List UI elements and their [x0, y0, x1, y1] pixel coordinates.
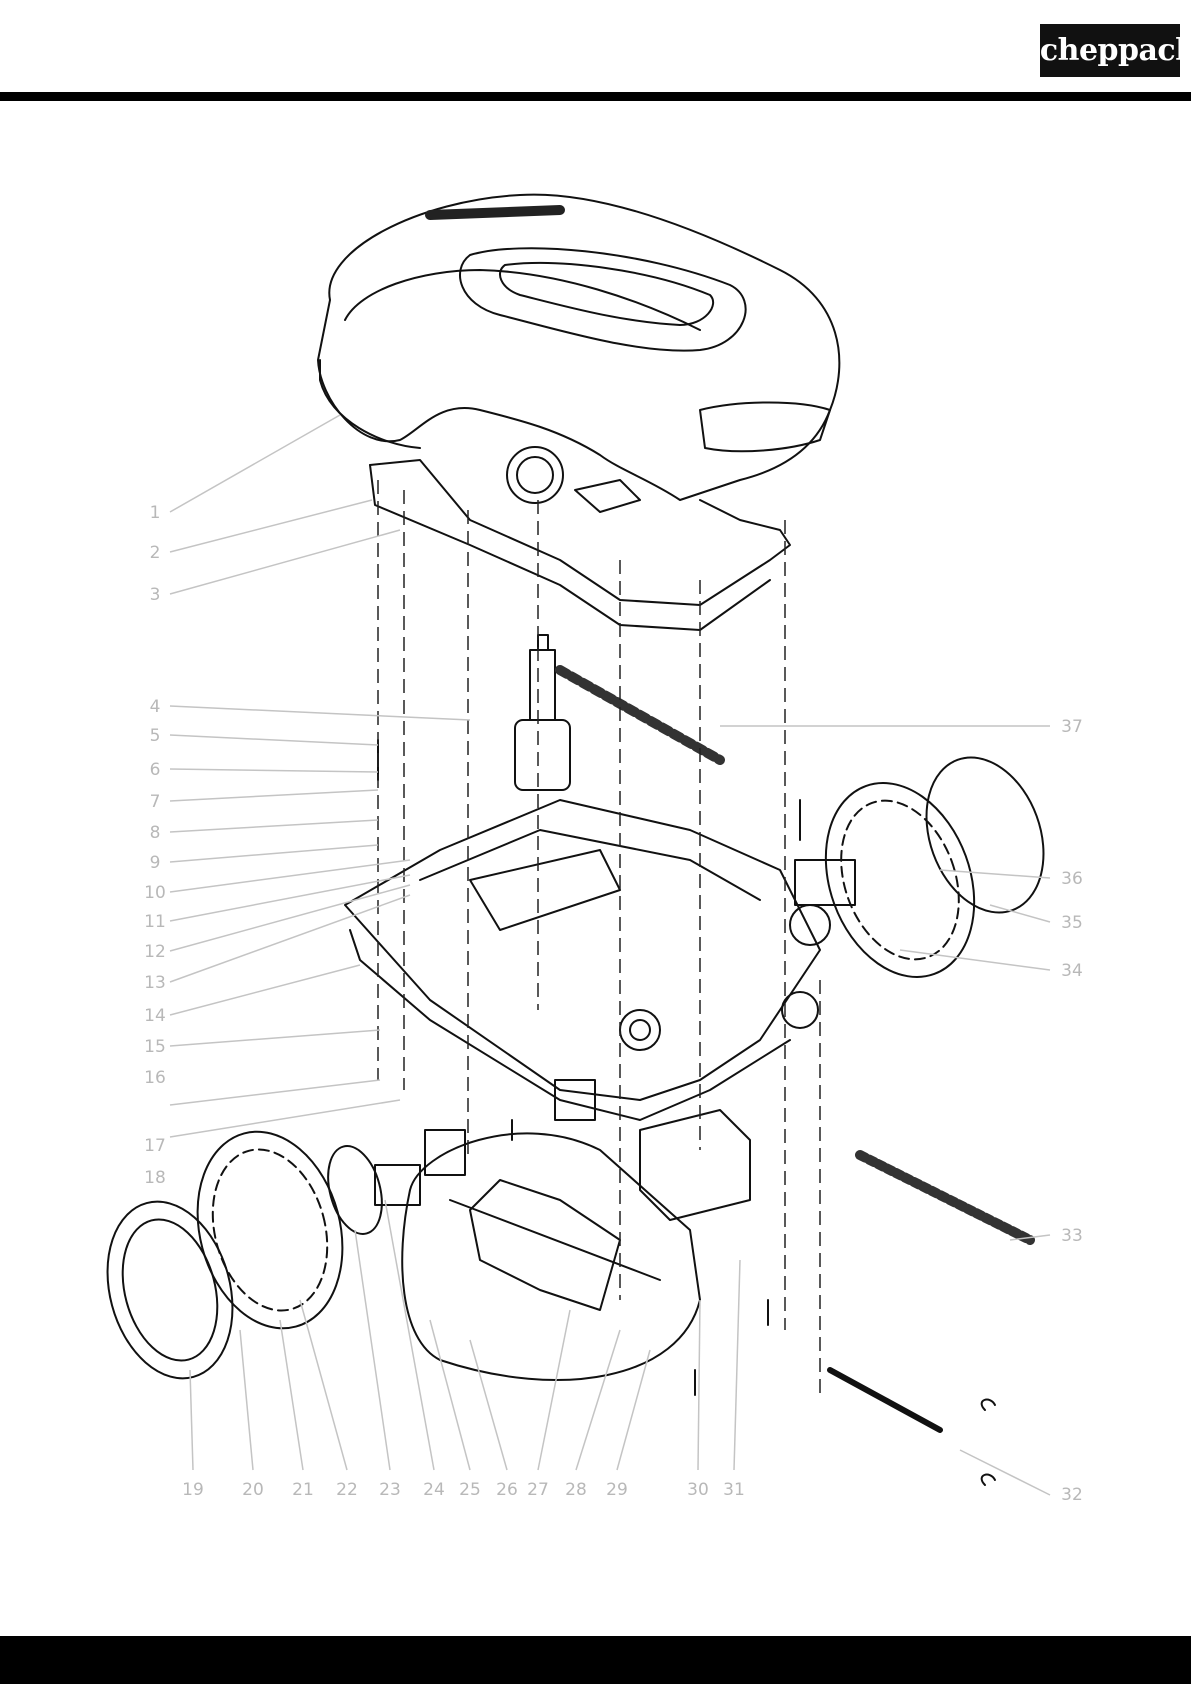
charging-pin-part — [830, 1370, 995, 1485]
callout-8: 8 — [150, 823, 161, 843]
callout-3: 3 — [150, 585, 161, 605]
blade-motor-part — [515, 635, 720, 790]
callout-leader-lines — [170, 415, 1050, 1495]
callout-17: 17 — [144, 1136, 166, 1156]
callout-26: 26 — [496, 1480, 518, 1500]
callout-28: 28 — [565, 1480, 587, 1500]
callout-18: 18 — [144, 1168, 166, 1188]
callout-27: 27 — [527, 1480, 549, 1500]
callout-34: 34 — [1061, 961, 1083, 981]
callout-35: 35 — [1061, 913, 1083, 933]
callout-14: 14 — [144, 1006, 166, 1026]
main-housing-part — [345, 800, 820, 1120]
callout-21: 21 — [292, 1480, 314, 1500]
screw-parts — [378, 740, 800, 1395]
callout-19: 19 — [182, 1480, 204, 1500]
right-wheel-part — [790, 741, 1064, 998]
callout-24: 24 — [423, 1480, 445, 1500]
callout-33: 33 — [1061, 1226, 1083, 1246]
callout-31: 31 — [723, 1480, 745, 1500]
bottom-shell-part — [402, 1133, 700, 1380]
left-wheel-part — [89, 1115, 465, 1392]
callout-23: 23 — [379, 1480, 401, 1500]
callout-10: 10 — [144, 883, 166, 903]
top-cover-part — [318, 195, 839, 512]
callout-13: 13 — [144, 973, 166, 993]
callout-2: 2 — [150, 543, 161, 563]
callout-1: 1 — [150, 503, 161, 523]
battery-part — [640, 1110, 1030, 1240]
assembly-guide-lines — [378, 480, 820, 1400]
callout-12: 12 — [144, 942, 166, 962]
footer-bar — [0, 1636, 1191, 1684]
callout-15: 15 — [144, 1037, 166, 1057]
callout-6: 6 — [150, 760, 161, 780]
callout-29: 29 — [606, 1480, 628, 1500]
callout-11: 11 — [144, 912, 166, 932]
callout-9: 9 — [150, 853, 161, 873]
callout-5: 5 — [150, 726, 161, 746]
callout-22: 22 — [336, 1480, 358, 1500]
callout-7: 7 — [150, 792, 161, 812]
callout-36: 36 — [1061, 869, 1083, 889]
callout-16: 16 — [144, 1068, 166, 1088]
callout-25: 25 — [459, 1480, 481, 1500]
chassis-frame-part — [370, 460, 790, 630]
callout-4: 4 — [150, 697, 161, 717]
callout-20: 20 — [242, 1480, 264, 1500]
callout-30: 30 — [687, 1480, 709, 1500]
callout-32: 32 — [1061, 1485, 1083, 1505]
callout-37: 37 — [1061, 717, 1083, 737]
